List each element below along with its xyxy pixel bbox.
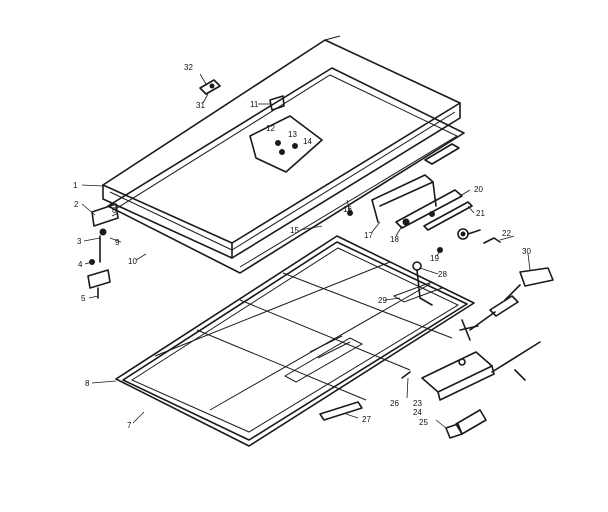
- callout-32: 32: [184, 63, 193, 72]
- leader-lines: [81, 73, 531, 429]
- callout-11: 11: [250, 100, 259, 109]
- callout-4: 4: [78, 260, 83, 269]
- callout-3: 3: [77, 237, 82, 246]
- callout-7: 7: [127, 421, 132, 430]
- callout-28: 28: [438, 270, 447, 279]
- lid: [102, 35, 461, 259]
- callout-6: 6: [112, 206, 117, 215]
- callout-26: 26: [390, 399, 399, 408]
- callout-9: 9: [115, 238, 120, 247]
- callout-23: 23: [413, 399, 422, 408]
- callout-19: 19: [430, 254, 439, 263]
- callout-30-harness: 30: [522, 247, 531, 256]
- callout-25: 25: [419, 418, 428, 427]
- callout-1: 1: [73, 181, 78, 190]
- hinge-assembly: [87, 203, 119, 299]
- inspection-plate: [249, 95, 323, 173]
- light-housing: [401, 341, 541, 439]
- door-gasket-frame: [115, 235, 475, 447]
- callout-21: 21: [476, 209, 485, 218]
- callout-labels: 1 2 3 4 5 6 7 8 9 10 11 12 13 14 15 16 1…: [73, 63, 531, 430]
- callout-16: 16: [343, 205, 352, 214]
- wire-harness: [392, 261, 554, 341]
- callout-12: 12: [266, 124, 275, 133]
- callout-13: 13: [288, 130, 297, 139]
- callout-22: 22: [502, 229, 511, 238]
- callout-31: 31: [196, 101, 205, 110]
- callout-10: 10: [128, 257, 137, 266]
- handle-assembly: [371, 174, 473, 231]
- callout-18: 18: [390, 235, 399, 244]
- callout-14: 14: [303, 137, 312, 146]
- callout-20: 20: [474, 185, 483, 194]
- callout-5: 5: [81, 294, 86, 303]
- callout-24: 24: [413, 408, 422, 417]
- lock-and-key: [437, 228, 501, 253]
- callout-8: 8: [85, 379, 90, 388]
- callout-27: 27: [362, 415, 371, 424]
- misc-parts: [199, 79, 363, 421]
- callout-2: 2: [74, 200, 79, 209]
- lid-liner: [107, 67, 465, 274]
- callout-17: 17: [364, 231, 373, 240]
- callout-15: 15: [290, 226, 299, 235]
- callout-29: 29: [378, 296, 387, 305]
